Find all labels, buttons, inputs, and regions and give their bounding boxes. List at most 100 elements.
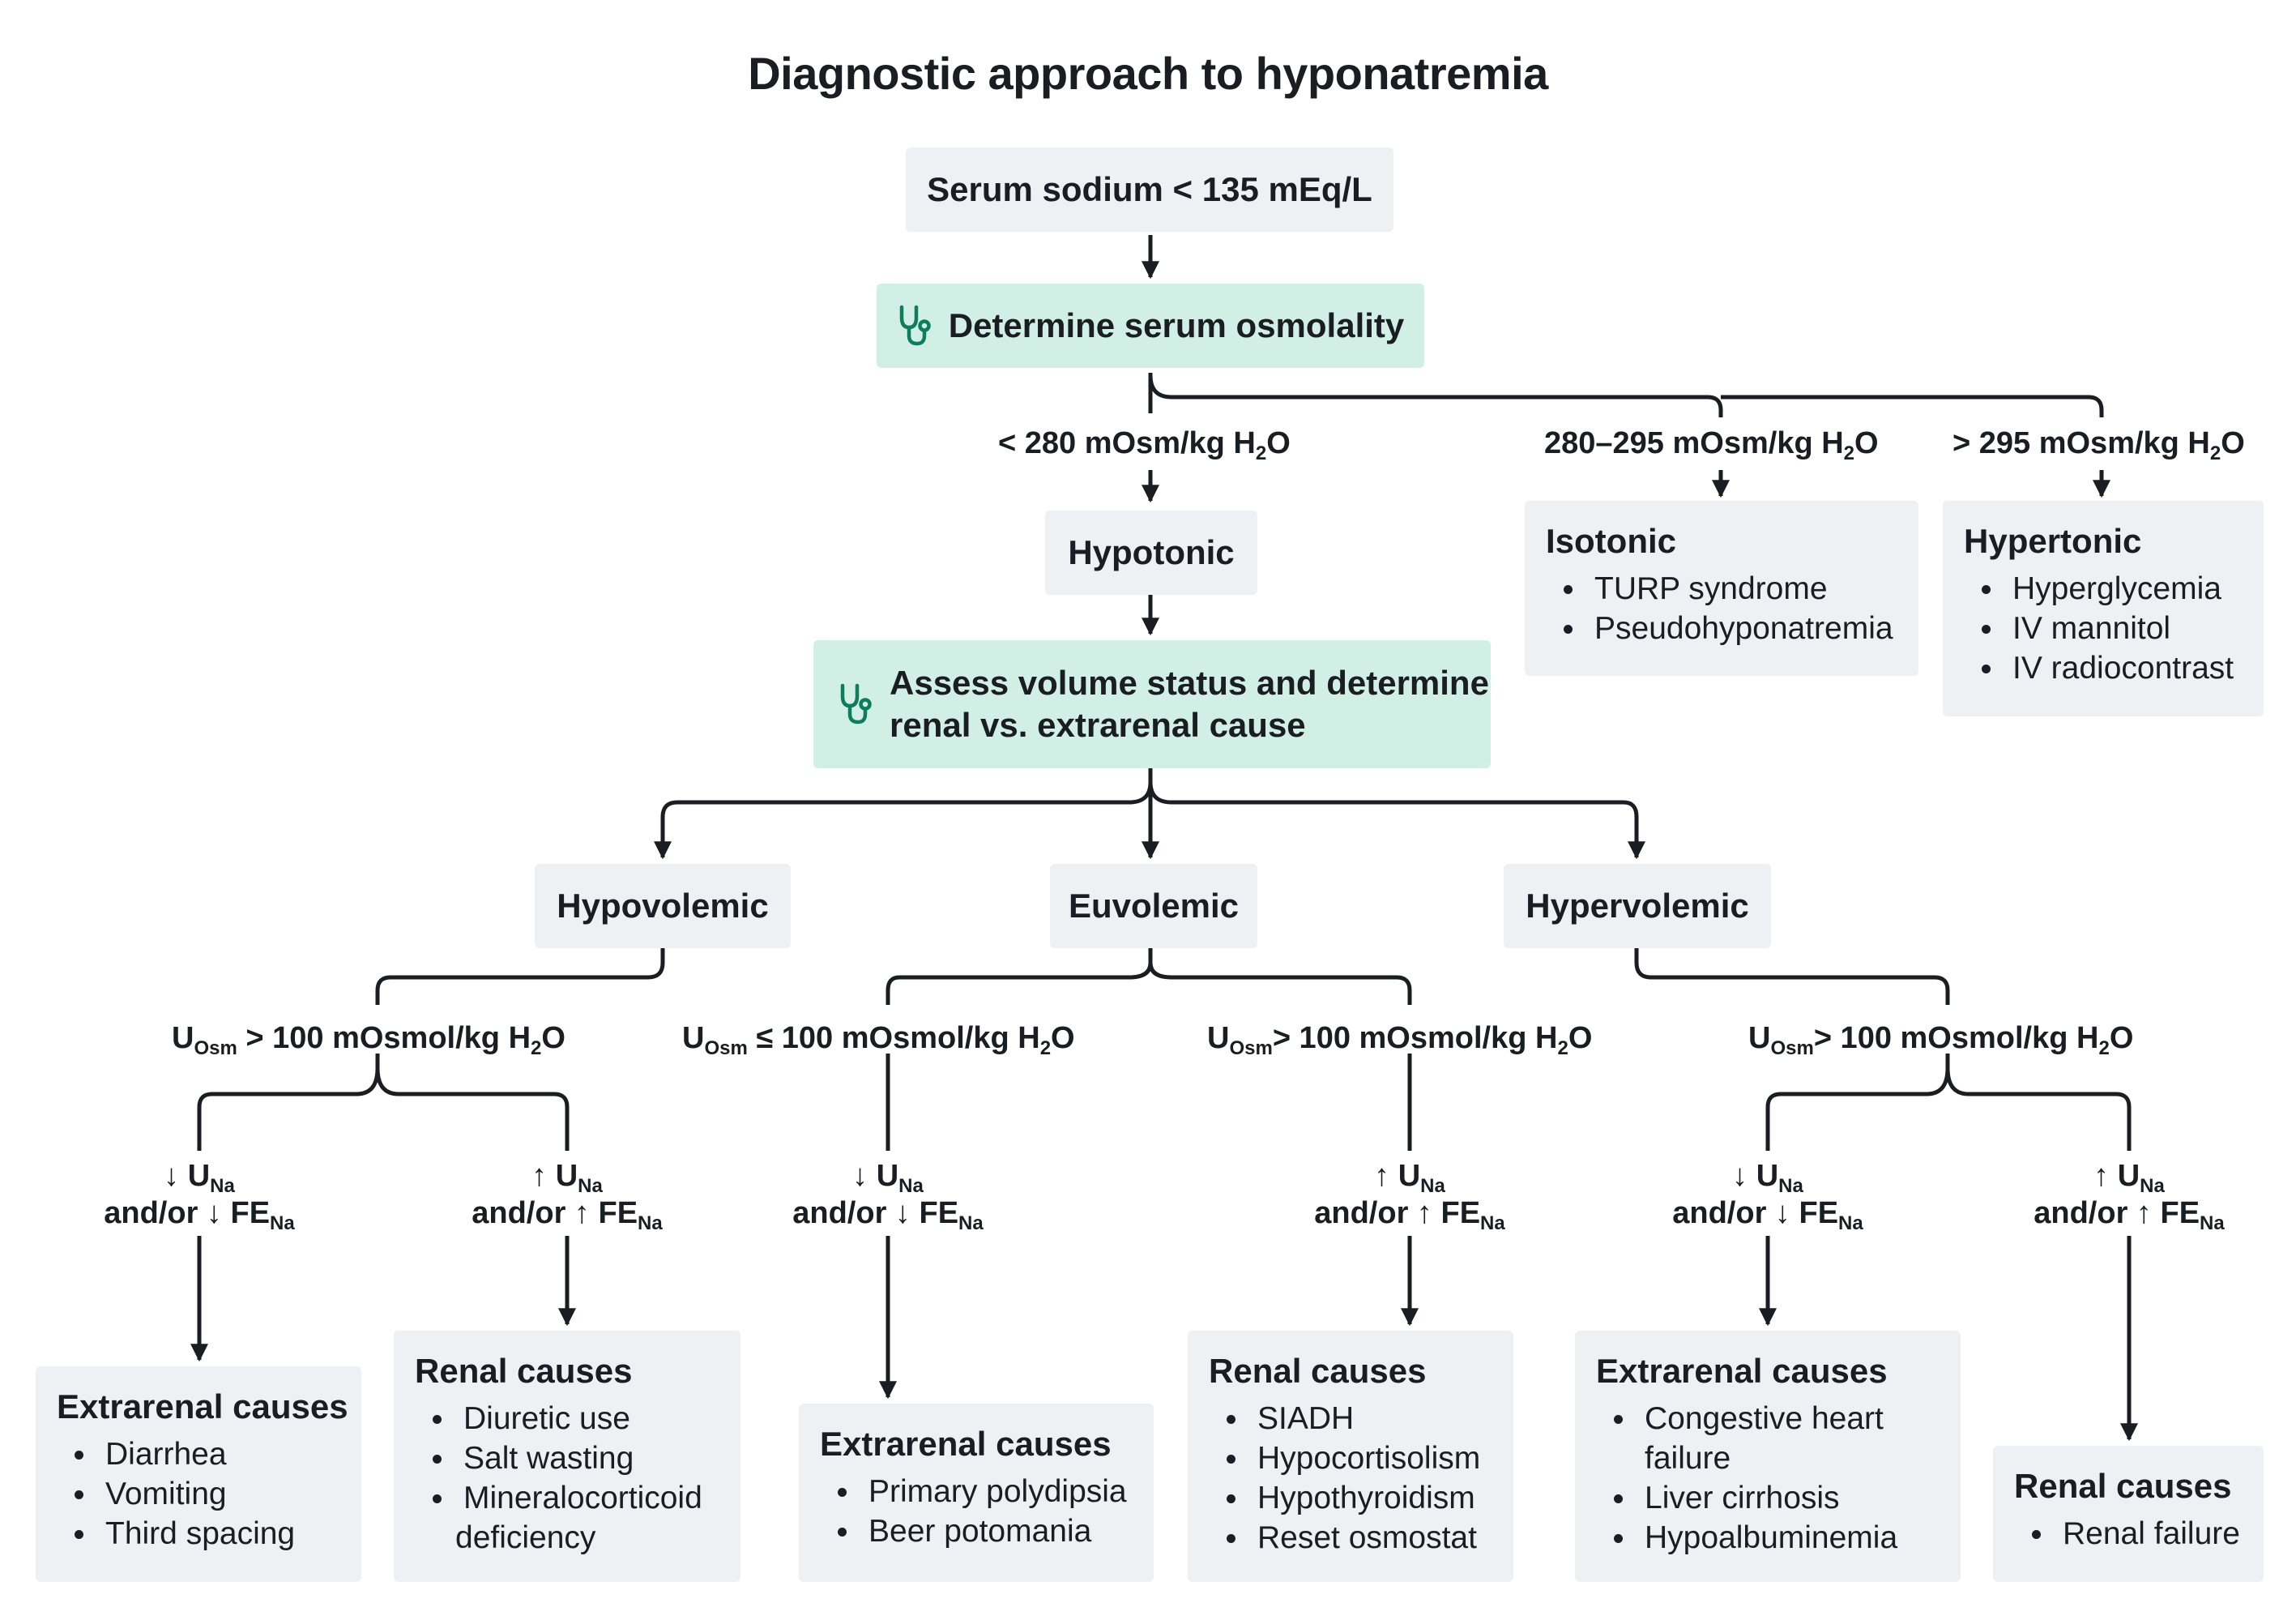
fena-line: and/or ↑ FENa: [465, 1195, 669, 1234]
stethoscope-icon: [897, 305, 934, 347]
h2o-o: O: [2109, 1021, 2134, 1055]
na-subscript: Na: [578, 1175, 603, 1197]
up-arrow-text: ↑ U: [531, 1159, 578, 1193]
fena-line: and/or ↑ FENa: [2027, 1195, 2231, 1234]
and-or-text: and/or ↓ FE: [792, 1196, 959, 1230]
node-determine-osmolality-label: Determine serum osmolality: [948, 306, 1405, 344]
label-una-high-hyper: ↑ UNa and/or ↑ FENa: [2027, 1157, 2231, 1234]
outcome-hyper-extrarenal: Extrarenal causes Congestive heart failu…: [1575, 1331, 1961, 1582]
una-line: ↑ UNa: [2027, 1157, 2231, 1197]
outcome-list: Diarrhea Vomiting Third spacing: [57, 1434, 361, 1554]
h2o-subscript: 2: [1039, 1037, 1052, 1059]
node-hypotonic: Hypotonic: [1045, 511, 1257, 595]
label-uosm-text: > 100 mOsmol/kg H: [1272, 1021, 1558, 1055]
h2o-subscript: 2: [531, 1037, 542, 1059]
list-item: Hypothyroidism: [1209, 1478, 1513, 1518]
and-or-text: and/or ↓ FE: [1672, 1196, 1839, 1230]
list-item: Vomiting: [57, 1474, 361, 1514]
h2o-o: O: [541, 1021, 565, 1055]
na-subscript: Na: [210, 1175, 235, 1197]
node-serum-sodium-label: Serum sodium < 135 mEq/L: [927, 169, 1372, 208]
list-item: Mineralocorticoid: [415, 1478, 740, 1518]
node-assess-volume: Assess volume status and determine renal…: [813, 640, 1491, 768]
una-line: ↓ UNa: [1666, 1157, 1870, 1197]
node-hypotonic-label: Hypotonic: [1068, 532, 1235, 571]
osm-subscript: Osm: [194, 1037, 237, 1059]
isotonic-list: TURP syndrome Pseudohyponatremia: [1546, 569, 1918, 648]
up-arrow-text: ↑ U: [1374, 1159, 1421, 1193]
u-letter: U: [1207, 1021, 1230, 1055]
u-letter: U: [682, 1021, 705, 1055]
node-hypertonic: Hypertonic Hyperglycemia IV mannitol IV …: [1943, 501, 2264, 716]
label-una-high-eu: ↑ UNa and/or ↑ FENa: [1308, 1157, 1512, 1233]
stethoscope-icon: [838, 683, 875, 725]
h2o-o: O: [1266, 426, 1291, 460]
list-item-continuation: failure: [1645, 1441, 1731, 1476]
h2o-subscript: 2: [2098, 1037, 2110, 1059]
label-uosm-euvolemic-low: UOsm ≤ 100 mOsmol/kg H2O: [682, 1019, 1075, 1059]
u-letter: U: [172, 1021, 194, 1055]
outcome-heading: Extrarenal causes: [1596, 1352, 1888, 1390]
h2o-o: O: [1051, 1021, 1075, 1055]
una-line: ↓ UNa: [786, 1157, 990, 1196]
list-item: Hyperglycemia: [1964, 569, 2264, 609]
outcome-list: SIADH Hypocortisolism Hypothyroidism Res…: [1209, 1399, 1513, 1558]
and-or-text: and/or ↑ FE: [1314, 1196, 1481, 1230]
list-item-continuation: deficiency: [455, 1520, 596, 1555]
h2o-subscript: 2: [1557, 1037, 1568, 1059]
diagram-title: Diagnostic approach to hyponatremia: [748, 48, 1548, 99]
na-subscript: Na: [2200, 1212, 2225, 1234]
h2o-subscript: 2: [2209, 442, 2221, 464]
h2o-o: O: [1568, 1021, 1593, 1055]
na-subscript: Na: [638, 1212, 663, 1234]
label-osm-high: > 295 mOsm/kg H2O: [1952, 425, 2245, 464]
list-item: TURP syndrome: [1546, 569, 1918, 609]
list-item: Third spacing: [57, 1514, 361, 1554]
label-uosm-text: > 100 mOsmol/kg H: [237, 1021, 531, 1055]
list-item: Reset osmostat: [1209, 1518, 1513, 1558]
outcome-hypo-renal: Renal causes Diuretic use Salt wasting M…: [394, 1331, 740, 1582]
h2o-subscript: 2: [1843, 442, 1855, 464]
label-una-low-eu: ↓ UNa and/or ↓ FENa: [786, 1157, 990, 1234]
outcome-heading: Renal causes: [415, 1352, 633, 1390]
outcome-eu-extrarenal: Extrarenal causes Primary polydipsia Bee…: [799, 1404, 1154, 1582]
una-line: ↓ UNa: [97, 1157, 301, 1197]
node-hypovolemic: Hypovolemic: [535, 864, 791, 948]
node-assess-volume-label: Assess volume status and determine renal…: [890, 662, 1489, 747]
label-uosm-hypervolemic: UOsm> 100 mOsmol/kg H2O: [1748, 1019, 2134, 1059]
list-item: Renal failure: [2014, 1514, 2264, 1554]
osm-subscript: Osm: [1229, 1037, 1273, 1059]
outcome-list: Diuretic use Salt wasting Mineralocortic…: [415, 1399, 740, 1558]
label-osm-low-text: < 280 mOsm/kg H: [998, 426, 1256, 460]
node-isotonic: Isotonic TURP syndrome Pseudohyponatremi…: [1525, 501, 1918, 676]
una-line: ↑ UNa: [1308, 1157, 1512, 1196]
label-uosm-hypovolemic: UOsm > 100 mOsmol/kg H2O: [172, 1019, 565, 1059]
na-subscript: Na: [2140, 1175, 2165, 1197]
outcome-list: Primary polydipsia Beer potomania: [820, 1472, 1154, 1551]
outcome-list: Congestive heart failure Liver cirrhosis…: [1596, 1399, 1961, 1558]
label-una-low-hypo: ↓ UNa and/or ↓ FENa: [97, 1157, 301, 1233]
label-osm-high-text: > 295 mOsm/kg H: [1952, 426, 2210, 460]
label-osm-low: < 280 mOsm/kg H2O: [998, 425, 1291, 464]
label-una-low-hyper: ↓ UNa and/or ↓ FENa: [1666, 1157, 1870, 1233]
h2o-subscript: 2: [1255, 442, 1267, 464]
list-item: Diuretic use: [415, 1399, 740, 1438]
label-uosm-text: ≤ 100 mOsmol/kg H: [747, 1021, 1040, 1055]
node-hypertonic-heading: Hypertonic: [1964, 522, 2142, 560]
and-or-text: and/or ↑ FE: [2034, 1196, 2200, 1230]
list-item: Beer potomania: [820, 1511, 1154, 1551]
u-letter: U: [1748, 1021, 1771, 1055]
list-item: Primary polydipsia: [820, 1472, 1154, 1511]
h2o-o: O: [1854, 426, 1879, 460]
list-item: Hypocortisolism: [1209, 1438, 1513, 1478]
na-subscript: Na: [1778, 1175, 1803, 1197]
and-or-text: and/or ↓ FE: [104, 1196, 271, 1230]
na-subscript: Na: [958, 1212, 984, 1234]
label-osm-mid-text: 280–295 mOsm/kg H: [1544, 426, 1844, 460]
osm-subscript: Osm: [1770, 1037, 1814, 1059]
list-item: Pseudohyponatremia: [1546, 609, 1918, 648]
h2o-o: O: [2221, 426, 2245, 460]
label-uosm-euvolemic-high: UOsm> 100 mOsmol/kg H2O: [1207, 1019, 1593, 1059]
fena-line: and/or ↑ FENa: [1308, 1195, 1512, 1233]
una-line: ↑ UNa: [465, 1157, 669, 1197]
